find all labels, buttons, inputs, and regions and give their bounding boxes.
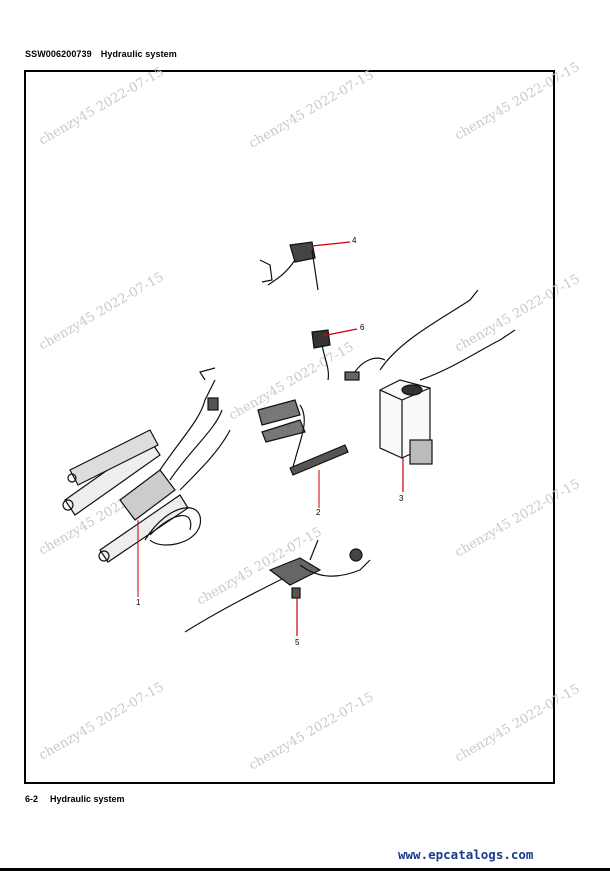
watermark: chenzy45 2022-07-15 — [37, 65, 167, 149]
part-5-harness — [184, 539, 371, 636]
watermark: chenzy45 2022-07-15 — [453, 682, 583, 766]
part-2-harness — [257, 399, 349, 476]
callout-3: 3 — [399, 494, 404, 503]
bottom-rule — [0, 868, 610, 871]
watermark: chenzy45 2022-07-15 — [37, 680, 167, 764]
watermark: chenzy45 2022-07-15 — [453, 477, 583, 561]
footer-title: Hydraulic system — [50, 794, 125, 804]
diagram-frame — [24, 70, 555, 784]
watermark: chenzy45 2022-07-15 — [247, 690, 377, 774]
callout-1: 1 — [136, 598, 141, 607]
callout-6: 6 — [360, 323, 365, 332]
watermark: chenzy45 2022-07-15 — [247, 68, 377, 152]
part-1-cylinder-assembly — [62, 367, 231, 563]
watermark: chenzy45 2022-07-15 — [453, 60, 583, 144]
page-number: 6-2 — [25, 794, 39, 804]
header-title: Hydraulic system — [100, 49, 177, 59]
part-4-sensor — [259, 241, 351, 291]
site-url-link[interactable]: www.epcatalogs.com — [398, 847, 534, 862]
callout-2: 2 — [316, 508, 321, 517]
watermarks: chenzy45 2022-07-15 chenzy45 2022-07-15 … — [37, 60, 583, 774]
part-6-sensor — [311, 328, 358, 381]
watermark: chenzy45 2022-07-15 — [37, 270, 167, 354]
callout-4: 4 — [352, 236, 357, 245]
part-3-tank — [344, 289, 516, 492]
doc-code: SSW006200739 — [25, 49, 92, 59]
watermark: chenzy45 2022-07-15 — [453, 272, 583, 356]
callout-5: 5 — [295, 638, 300, 647]
page-header: SSW006200739 Hydraulic system — [25, 49, 177, 59]
page-footer: 6-2 Hydraulic system — [25, 794, 125, 804]
